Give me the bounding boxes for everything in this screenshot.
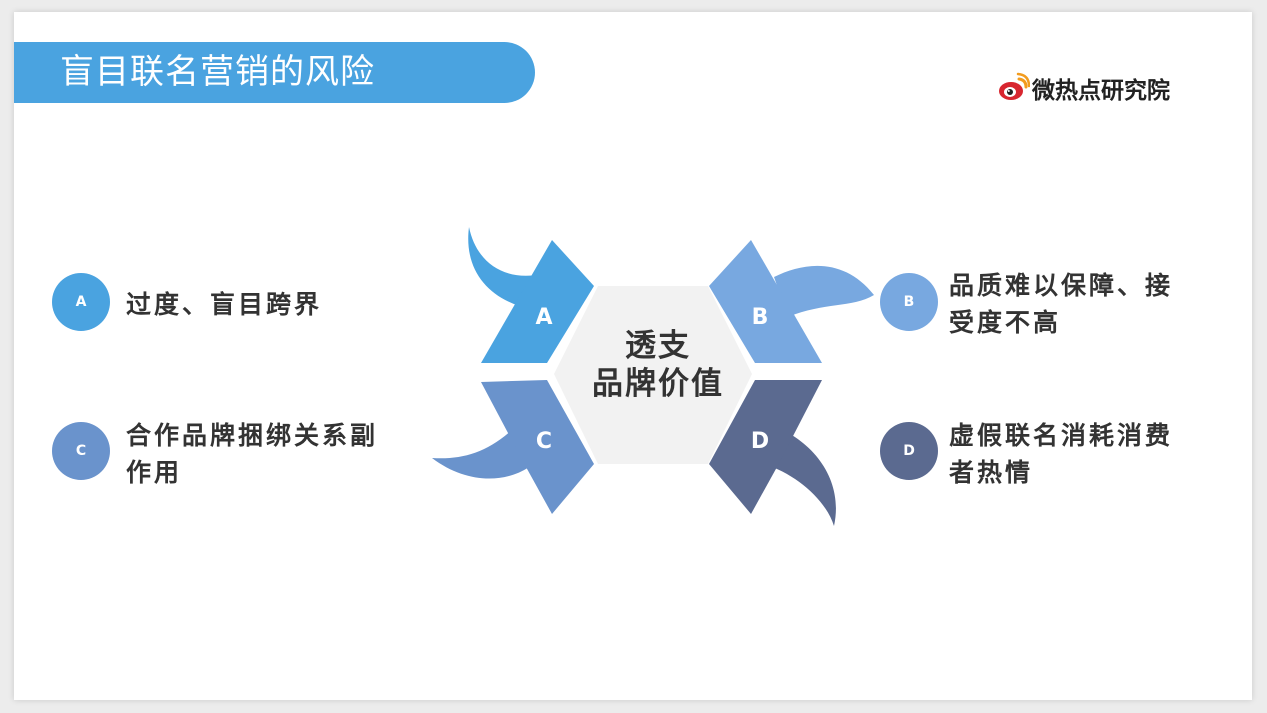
center-line-1: 透支 [625, 328, 691, 364]
segment-c [432, 380, 594, 514]
item-c-line-2: 作用 [126, 458, 183, 487]
logo: 微热点研究院 [996, 68, 1170, 108]
item-b-text: 品质难以保障、接 受度不高 [949, 267, 1173, 341]
segment-d-letter: D [751, 429, 769, 454]
item-d-line-2: 者热情 [949, 458, 1034, 487]
slide: 盲目联名营销的风险 微热点研究院 [14, 12, 1252, 700]
segment-a [468, 227, 594, 363]
item-c-line-1: 合作品牌捆绑关系副 [126, 421, 379, 450]
segment-d [709, 380, 836, 526]
item-a-badge: A [52, 273, 110, 331]
center-line-2: 品牌价值 [592, 366, 724, 402]
item-d-badge: D [880, 422, 938, 480]
page-title: 盲目联名营销的风险 [60, 52, 375, 92]
item-d-text: 虚假联名消耗消费 者热情 [949, 417, 1173, 491]
segment-b [709, 240, 874, 363]
logo-text: 微热点研究院 [1032, 78, 1170, 104]
item-b-line-1: 品质难以保障、接 [949, 271, 1174, 300]
segment-b-letter: B [752, 305, 769, 330]
center-label: 透支 品牌价值 [568, 327, 748, 403]
center-hexagon [554, 286, 752, 464]
item-b-badge: B [880, 273, 938, 331]
weibo-eye-icon [999, 72, 1030, 100]
item-c-text: 合作品牌捆绑关系副 作用 [126, 417, 378, 491]
segment-c-letter: C [536, 429, 552, 454]
item-c-badge: C [52, 422, 110, 480]
item-d-line-1: 虚假联名消耗消费 [949, 421, 1174, 450]
segment-a-letter: A [535, 305, 552, 330]
item-b-line-2: 受度不高 [949, 308, 1062, 337]
item-a-text: 过度、盲目跨界 [126, 290, 323, 319]
title-bar: 盲目联名营销的风险 [14, 42, 535, 103]
hexagon-diagram: A B C D [432, 227, 874, 526]
